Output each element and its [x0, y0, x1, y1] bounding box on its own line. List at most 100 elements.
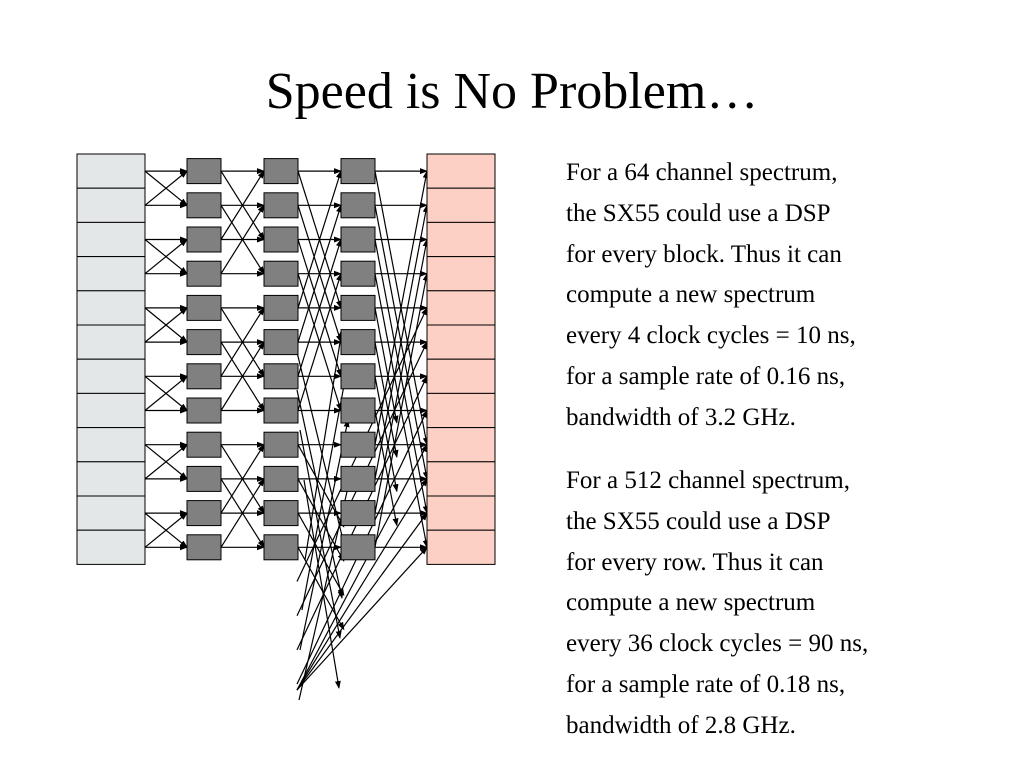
connection-arrow — [144, 170, 188, 206]
input-cell — [76, 324, 146, 360]
paragraph-512-channel: For a 512 channel spectrum, the SX55 cou… — [566, 461, 1006, 747]
slide-title: Speed is No Problem… — [265, 63, 759, 120]
connection-arrow — [299, 419, 350, 651]
output-cell — [426, 461, 496, 497]
connection-arrow — [220, 170, 265, 240]
input-cell — [76, 358, 146, 394]
connection-arrow — [374, 341, 399, 458]
dsp-block — [186, 226, 222, 253]
dsp-block — [340, 534, 376, 561]
connection-arrow — [144, 238, 188, 275]
dsp-block — [340, 192, 376, 219]
dsp-block — [186, 294, 222, 321]
dsp-block — [186, 431, 222, 458]
output-cell — [426, 256, 496, 292]
dsp-block — [186, 397, 222, 424]
dsp-block — [263, 500, 299, 527]
connection-arrow — [144, 444, 188, 480]
paragraph-64-channel: For a 64 channel spectrum, the SX55 coul… — [566, 153, 1006, 439]
dsp-block — [186, 534, 222, 561]
dsp-block — [340, 294, 376, 321]
dsp-block — [340, 397, 376, 424]
paragraph-line: bandwidth of 2.8 GHz. — [566, 711, 796, 739]
dsp-block — [186, 329, 222, 356]
input-cell — [76, 392, 146, 429]
paragraph-line: the SX55 could use a DSP — [566, 199, 831, 227]
paragraph-line: For a 512 channel spectrum, — [566, 467, 850, 494]
output-cell — [426, 358, 496, 394]
connection-arrow — [220, 478, 265, 548]
dsp-block — [263, 329, 299, 356]
input-cell — [76, 495, 146, 531]
butterfly-connections — [144, 168, 429, 701]
dsp-block — [263, 192, 299, 219]
output-cell — [426, 290, 496, 326]
paragraph-line: for every row. Thus it can — [566, 548, 824, 576]
dsp-block — [263, 465, 299, 492]
connection-arrow — [297, 238, 342, 377]
input-cell — [76, 153, 146, 189]
input-cell — [76, 461, 146, 497]
connection-arrow — [144, 375, 188, 411]
connection-arrow — [299, 429, 342, 639]
dsp-block — [263, 431, 299, 458]
paragraph-line: for a sample rate of 0.16 ns, — [566, 362, 846, 390]
output-cell — [426, 529, 496, 565]
output-cell — [426, 392, 496, 429]
dsp-block — [263, 260, 299, 287]
output-cell — [426, 427, 496, 463]
input-cell — [76, 187, 146, 223]
connection-arrow — [220, 341, 265, 411]
paragraph-line: For a 64 channel spectrum, — [566, 159, 838, 186]
input-cell — [76, 290, 146, 326]
connection-arrow — [303, 479, 341, 689]
connection-arrow — [296, 512, 428, 691]
connection-arrow — [220, 443, 265, 514]
connection-arrow — [296, 478, 428, 691]
paragraph-line: every 36 clock cycles = 90 ns, — [566, 630, 869, 658]
paragraph-line: compute a new spectrum — [566, 281, 816, 309]
input-sample-column — [76, 153, 146, 565]
dsp-block — [340, 500, 376, 527]
dsp-block — [263, 397, 299, 424]
connection-arrow — [374, 307, 399, 424]
dsp-block — [186, 158, 222, 185]
input-cell — [76, 529, 146, 565]
dsp-block — [186, 363, 222, 390]
connection-arrow — [293, 339, 347, 549]
output-cell — [426, 187, 496, 223]
dsp-block — [186, 260, 222, 287]
input-cell — [76, 427, 146, 463]
output-cell — [426, 221, 496, 258]
connection-arrow — [296, 443, 428, 691]
output-cell — [426, 324, 496, 360]
connection-arrow — [220, 204, 265, 275]
dsp-block — [263, 226, 299, 253]
dsp-block — [340, 363, 376, 390]
output-spectrum-column — [426, 153, 496, 565]
dsp-block — [340, 226, 376, 253]
paragraph-line: for a sample rate of 0.18 ns, — [566, 670, 846, 698]
connection-arrow — [297, 170, 342, 309]
input-cell — [76, 256, 146, 292]
dsp-block — [263, 534, 299, 561]
output-cell — [426, 153, 496, 189]
connection-arrow — [297, 512, 345, 597]
dsp-block — [263, 363, 299, 390]
paragraph-line: compute a new spectrum — [566, 589, 816, 617]
dsp-block — [340, 329, 376, 356]
dsp-block — [186, 500, 222, 527]
connection-arrow — [297, 204, 342, 343]
connection-arrow — [374, 410, 399, 527]
connection-arrow — [220, 307, 265, 377]
connection-arrow — [144, 307, 188, 343]
connection-arrow — [144, 512, 188, 548]
paragraph-line: the SX55 could use a DSP — [566, 507, 831, 535]
dsp-block — [340, 465, 376, 492]
connection-arrow — [301, 379, 347, 611]
dsp-block — [263, 294, 299, 321]
connection-arrow — [304, 329, 344, 561]
dsp-block — [186, 465, 222, 492]
paragraph-line: every 4 clock cycles = 10 ns, — [566, 322, 856, 350]
